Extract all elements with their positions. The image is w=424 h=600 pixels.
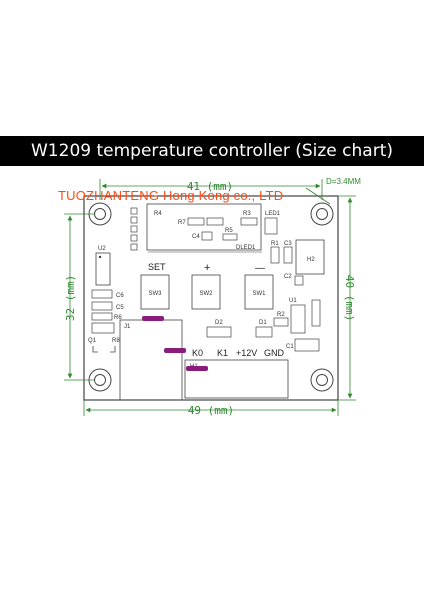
resistor-r6 [91, 312, 113, 321]
terminal-k1-label: K1 [217, 348, 228, 358]
label-dled1: DLED1 [236, 245, 256, 251]
label-h2: H2 [307, 257, 315, 263]
led-led1 [264, 217, 278, 235]
transistor-q1 [91, 322, 115, 334]
label-r5: R5 [225, 228, 233, 234]
bracket-mark [92, 346, 116, 353]
relay-j1 [119, 319, 183, 401]
marker-terminal [186, 366, 208, 371]
label-r4: R4 [154, 211, 162, 217]
label-r3: R3 [243, 211, 251, 217]
label-c4: C4 [192, 234, 200, 240]
dimension-top-width: 41 (mm) [99, 179, 323, 200]
mounting-hole-top-right [310, 202, 334, 226]
label-r1: R1 [271, 241, 279, 247]
watermark-text: TUOZHANTENG Hong Kong co., LTD [58, 188, 284, 203]
label-led1: LED1 [265, 211, 281, 217]
capacitor-c1 [294, 338, 320, 352]
capacitor-c3 [283, 246, 293, 264]
resistor-r1 [270, 246, 280, 264]
display-module [146, 203, 262, 251]
minus-label: — [255, 263, 265, 274]
plus-label: + [204, 262, 210, 274]
label-c2: C2 [284, 274, 292, 280]
label-u2: U2 [98, 246, 106, 252]
diode-d1 [255, 326, 273, 338]
set-label: SET [148, 262, 166, 272]
label-u1: U1 [289, 298, 297, 304]
chip-u2 [95, 252, 111, 286]
label-r2: R2 [277, 312, 285, 318]
diode-d2 [206, 326, 232, 338]
dimension-right-height: 40 (mm) [338, 195, 356, 401]
marker-relay-top [142, 316, 164, 321]
terminal-gnd-label: GND [264, 348, 285, 358]
label-q1: Q1 [88, 338, 97, 344]
pin-header [130, 207, 138, 251]
resistor-r6b [206, 217, 224, 226]
dimension-hole-diameter: D=3.4MM [305, 177, 361, 205]
diagram-title: W1209 temperature controller (Size chart… [0, 136, 424, 166]
svg-text:40 (mm): 40 (mm) [343, 275, 356, 321]
resistor-r5 [222, 233, 238, 241]
dimension-left-height: 32 (mm) [64, 213, 94, 381]
label-r7: R7 [178, 220, 186, 226]
label-d2: D2 [215, 320, 223, 326]
label-j1: J1 [124, 324, 131, 330]
chip-u1 [290, 304, 306, 334]
button-sw1[interactable]: SW1 [244, 274, 274, 310]
resistor-r2 [273, 317, 289, 327]
button-sw3[interactable]: SW3 [140, 274, 170, 310]
svg-text:SW1: SW1 [252, 291, 266, 297]
svg-text:SW3: SW3 [148, 291, 162, 297]
resistor-r3 [240, 217, 258, 226]
svg-text:49 (mm): 49 (mm) [188, 404, 234, 417]
component-u1-side [311, 299, 321, 327]
label-c6: C6 [116, 293, 124, 299]
dimension-bottom-width: 49 (mm) [83, 400, 339, 417]
label-c3: C3 [284, 241, 292, 247]
label-r8: R8 [112, 338, 120, 344]
label-r6: R6 [114, 315, 122, 321]
label-d1: D1 [259, 320, 267, 326]
resistor-r7 [187, 217, 205, 226]
label-c1: C1 [286, 344, 294, 350]
svg-text:32 (mm): 32 (mm) [64, 275, 77, 321]
marker-relay-side [164, 348, 186, 353]
button-sw2[interactable]: SW2 [191, 274, 221, 310]
capacitor-c2 [294, 275, 304, 286]
terminal-block-h1 [184, 359, 289, 399]
terminal-12v-label: +12V [236, 348, 257, 358]
capacitor-c5 [91, 301, 113, 311]
capacitor-c4 [201, 231, 213, 241]
mounting-hole-bottom-right [310, 368, 334, 392]
board-outline [83, 195, 339, 401]
connector-h2 [295, 239, 325, 275]
terminal-k0-label: K0 [192, 348, 203, 358]
svg-text:41 (mm): 41 (mm) [187, 180, 233, 193]
capacitor-c6 [91, 289, 113, 299]
label-c5: C5 [116, 305, 124, 311]
svg-text:SW2: SW2 [199, 291, 213, 297]
svg-text:D=3.4MM: D=3.4MM [326, 177, 361, 186]
